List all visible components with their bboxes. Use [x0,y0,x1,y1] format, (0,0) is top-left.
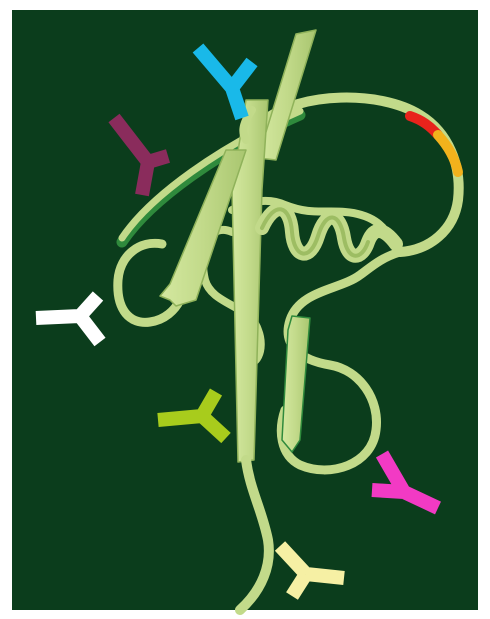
figure-canvas [0,0,490,619]
protein-antibody-figure [0,0,490,619]
